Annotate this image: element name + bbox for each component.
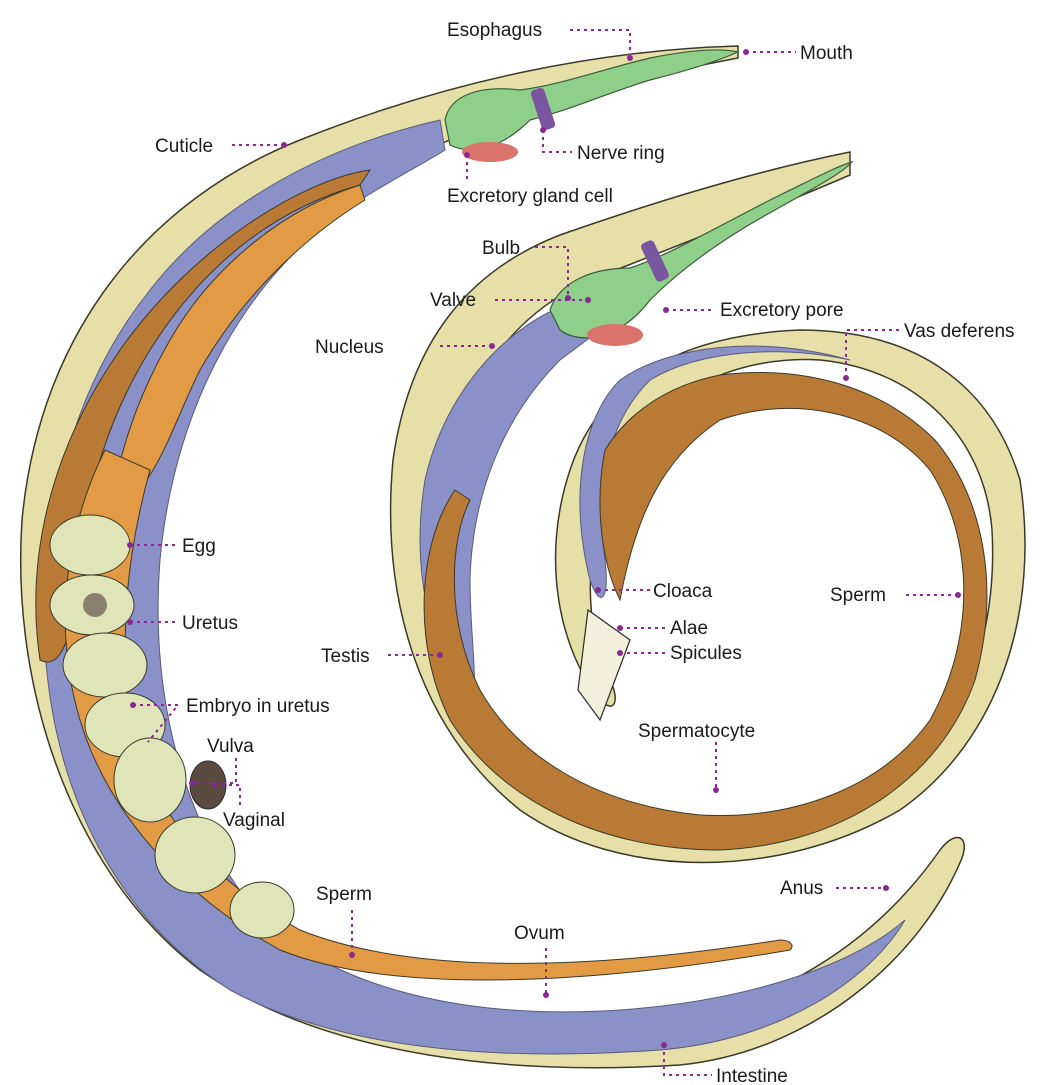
label-anus: Anus	[780, 878, 823, 899]
label-embryo-in-uretus: Embryo in uretus	[186, 696, 330, 717]
dot-alae	[617, 625, 623, 631]
dot-excretory-pore	[663, 307, 669, 313]
label-nerve-ring: Nerve ring	[577, 143, 665, 164]
label-testis: Testis	[321, 646, 370, 667]
dot-anus	[883, 885, 889, 891]
dot-testis	[437, 652, 443, 658]
label-intestine: Intestine	[716, 1066, 788, 1085]
dot-ovum	[543, 992, 549, 998]
label-esophagus: Esophagus	[447, 20, 542, 41]
dot-intestine	[661, 1042, 667, 1048]
dot-nerve-ring	[540, 127, 546, 133]
label-excretory-pore: Excretory pore	[720, 300, 844, 321]
male-excretory-gland	[587, 324, 643, 346]
label-bulb: Bulb	[482, 238, 520, 259]
label-sperm-female: Sperm	[316, 884, 372, 905]
dot-sperm-female	[349, 952, 355, 958]
vulva-shape	[190, 761, 226, 809]
dot-egg	[127, 542, 133, 548]
male-testis	[424, 373, 987, 850]
label-alae: Alae	[670, 618, 708, 639]
egg-shape	[50, 515, 130, 575]
label-spicules: Spicules	[670, 643, 742, 664]
dot-vaginal	[212, 782, 218, 788]
dot-vas-deferens	[843, 375, 849, 381]
leader-nerve-ring	[543, 130, 572, 152]
dot-vulva	[189, 780, 195, 786]
dot-excretory-gland	[464, 152, 470, 158]
label-excretory-gland-cell: Excretory gland cell	[447, 186, 613, 207]
dot-valve	[585, 297, 591, 303]
label-cuticle: Cuticle	[155, 136, 213, 157]
label-egg: Egg	[182, 536, 216, 557]
label-ovum: Ovum	[514, 923, 565, 944]
label-sperm-male: Sperm	[830, 585, 886, 606]
leader-esophagus	[570, 30, 630, 58]
dot-bulb	[565, 295, 571, 301]
dot-mouth	[743, 49, 749, 55]
label-cloaca: Cloaca	[653, 581, 713, 602]
dot-nucleus	[489, 343, 495, 349]
female-excretory-gland	[462, 142, 518, 162]
dot-embryo	[130, 702, 136, 708]
egg-shape	[63, 633, 147, 697]
label-nucleus: Nucleus	[315, 337, 384, 358]
dot-uretus	[127, 619, 133, 625]
label-vulva: Vulva	[207, 736, 254, 757]
dot-cuticle	[281, 142, 287, 148]
label-valve: Valve	[430, 290, 476, 311]
label-vaginal: Vaginal	[223, 810, 285, 831]
embryo-shape	[114, 738, 186, 822]
dot-cloaca	[595, 587, 601, 593]
dot-spermatocyte	[713, 787, 719, 793]
label-vas-deferens: Vas deferens	[904, 321, 1015, 342]
embryo-shape	[230, 882, 294, 938]
label-spermatocyte: Spermatocyte	[638, 721, 755, 742]
dot-spicules	[617, 650, 623, 656]
label-uretus: Uretus	[182, 613, 238, 634]
dot-sperm-male	[955, 592, 961, 598]
dot-esophagus	[627, 55, 633, 61]
label-mouth: Mouth	[800, 43, 853, 64]
